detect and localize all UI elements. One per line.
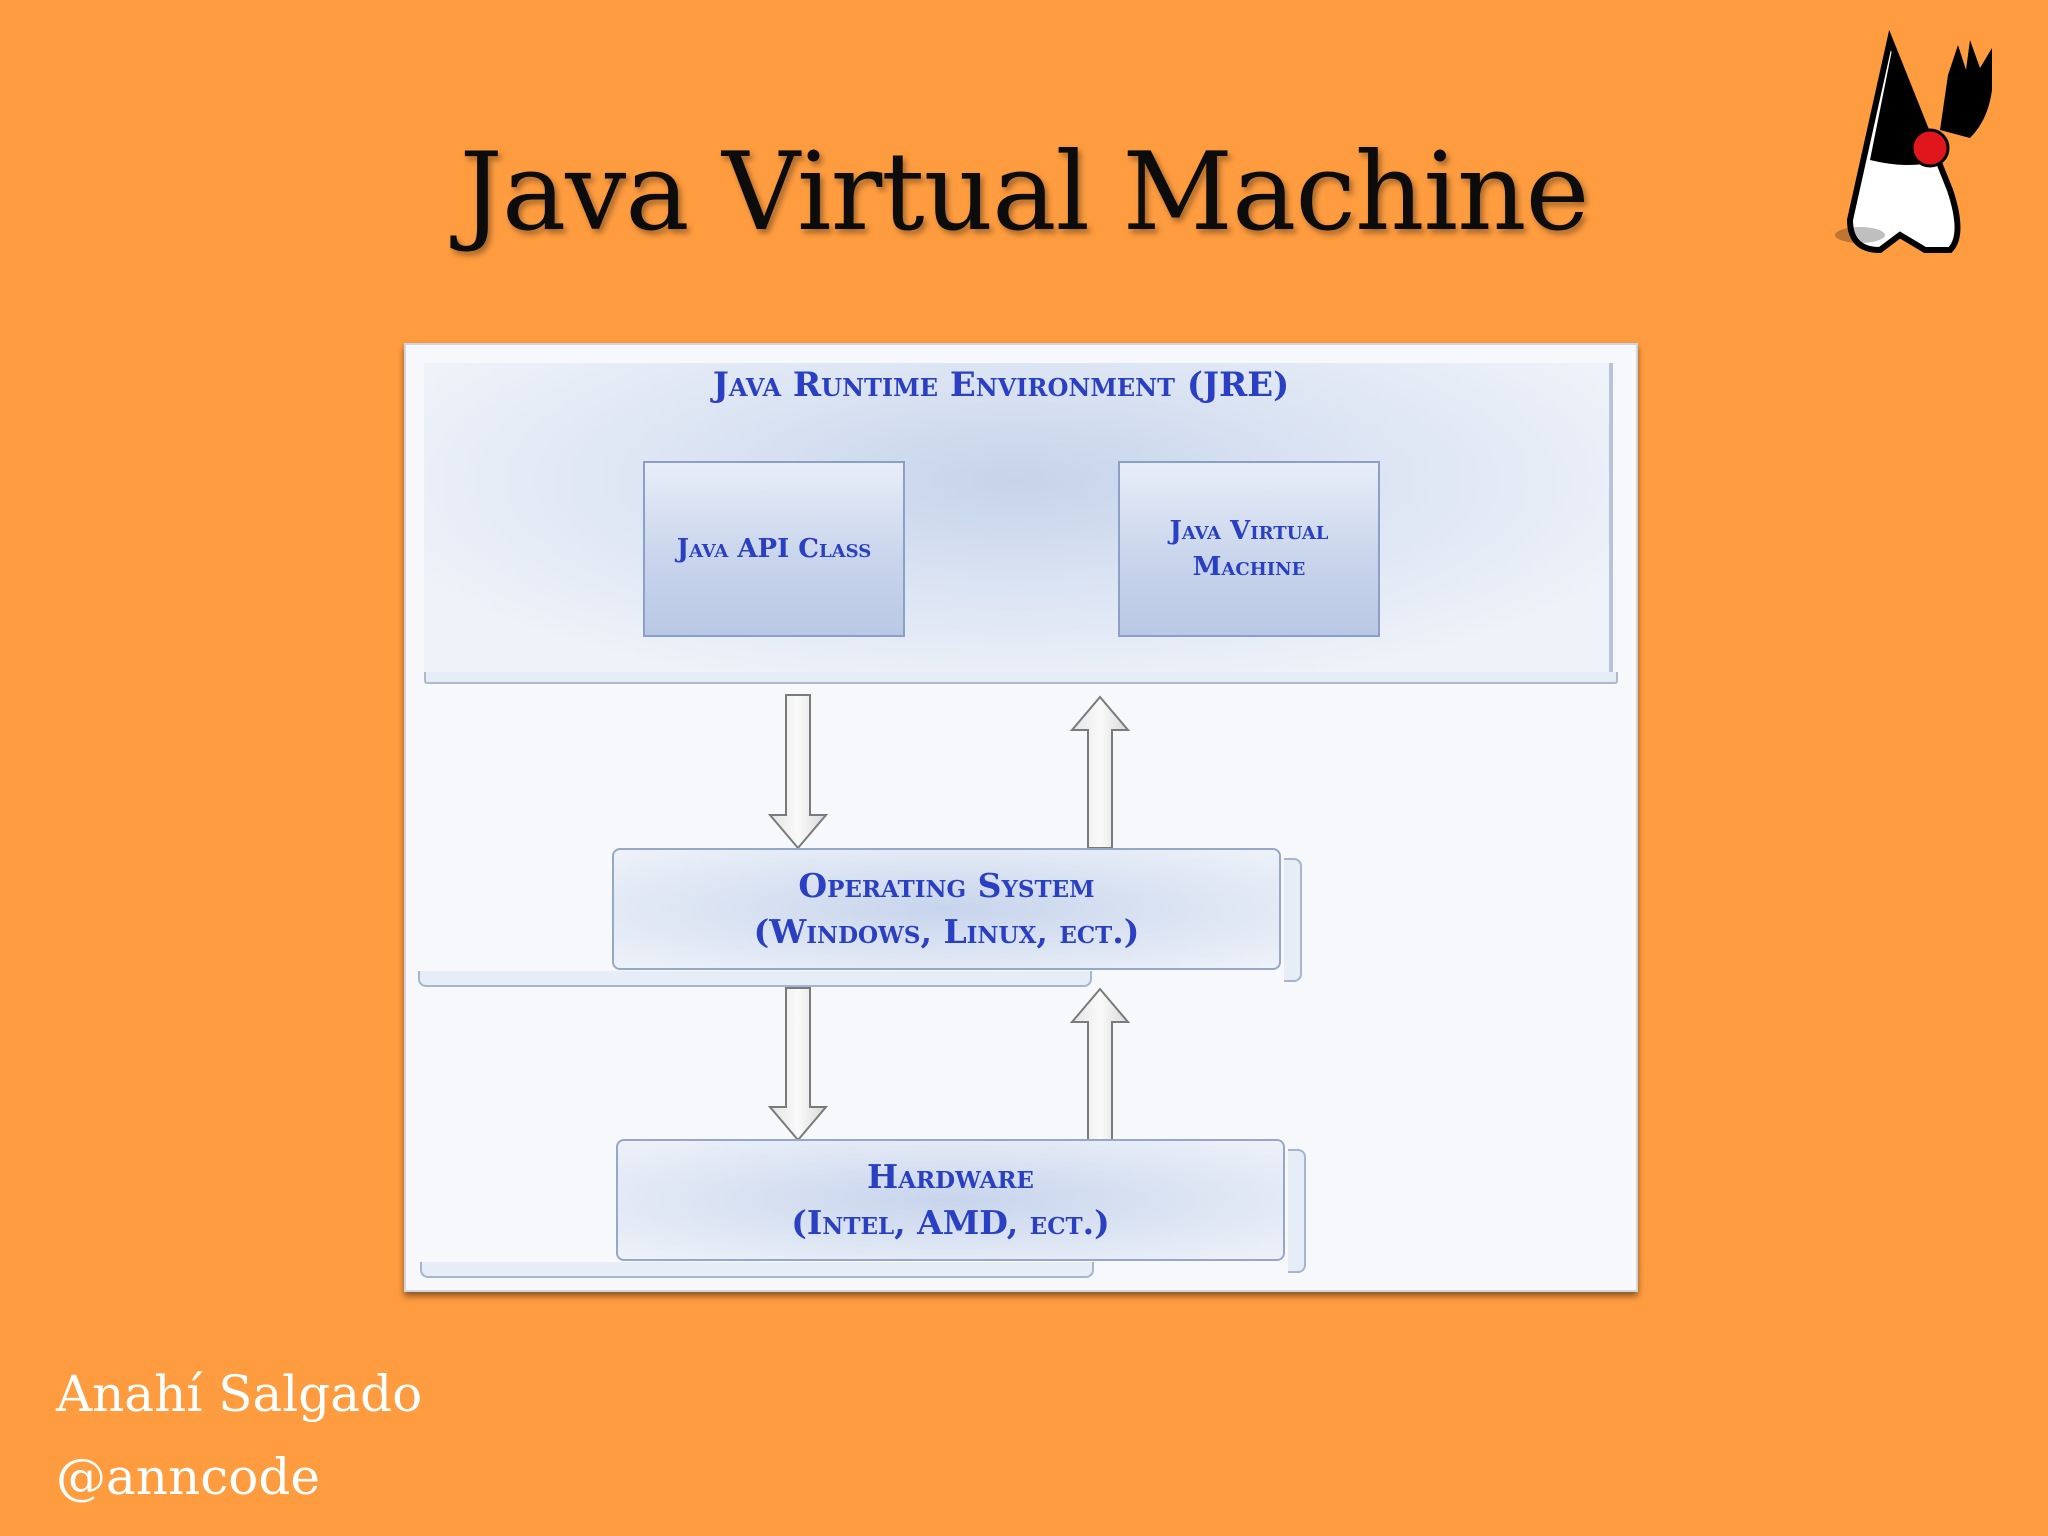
up-arrow-icon — [1069, 695, 1131, 849]
down-arrow-icon — [767, 987, 829, 1142]
jre-container — [424, 363, 1613, 681]
os-label-line2: (Windows, Linux, ect.) — [753, 912, 1140, 951]
author-name: Anahí Salgado — [56, 1365, 423, 1423]
jvm-label: Java Virtual Machine — [1160, 513, 1339, 585]
jvm-label-line2: Machine — [1192, 552, 1306, 582]
hw-label-line2: (Intel, AMD, ect.) — [791, 1203, 1110, 1242]
java-api-class-label: Java API Class — [676, 534, 872, 564]
jvm-box: Java Virtual Machine — [1118, 461, 1380, 637]
jre-container-base — [424, 672, 1618, 684]
hw-label-line1: Hardware — [867, 1157, 1034, 1196]
jvm-label-line1: Java Virtual — [1169, 516, 1329, 546]
jre-label: Java Runtime Environment (JRE) — [712, 365, 1290, 405]
os-label-line1: Operating System — [798, 866, 1095, 905]
up-arrow-icon — [1069, 987, 1131, 1141]
operating-system-layer: Operating System (Windows, Linux, ect.) — [612, 848, 1281, 970]
down-arrow-icon — [767, 694, 829, 850]
java-api-class-box: Java API Class — [643, 461, 905, 637]
hardware-layer: Hardware (Intel, AMD, ect.) — [616, 1139, 1285, 1261]
slide-title: Java Virtual Machine — [459, 130, 1590, 255]
flow-arrows — [767, 694, 1131, 1142]
author-handle: @anncode — [56, 1448, 320, 1506]
java-duke-mascot-icon — [1835, 29, 1992, 254]
jvm-architecture-diagram: Java Runtime Environment (JRE) Java API … — [404, 343, 1638, 1292]
